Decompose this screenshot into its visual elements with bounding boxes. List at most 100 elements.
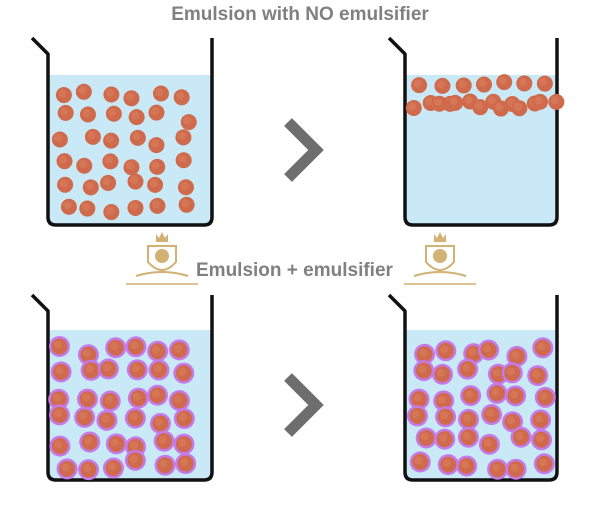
droplet-highlight	[458, 79, 467, 88]
droplet-highlight	[440, 345, 449, 354]
beaker-before-no-emulsifier	[30, 36, 214, 227]
droplet-highlight	[54, 440, 63, 449]
beaker-icon	[30, 293, 214, 482]
droplet-highlight	[535, 434, 544, 443]
beaker-icon	[30, 36, 214, 227]
droplet-highlight	[439, 433, 448, 442]
droplet-highlight	[105, 135, 114, 144]
droplet-highlight	[437, 368, 446, 377]
droplet-highlight	[173, 395, 182, 404]
droplet-highlight	[478, 79, 487, 88]
droplet-highlight	[125, 92, 134, 101]
droplet-highlight	[58, 89, 67, 98]
droplet-highlight	[462, 431, 471, 440]
droplet-highlight	[81, 203, 90, 212]
droplet-highlight	[59, 179, 68, 188]
droplet-highlight	[85, 181, 94, 190]
droplet-highlight	[102, 363, 111, 372]
droplet-highlight	[408, 102, 417, 111]
droplet-highlight	[130, 341, 139, 350]
droplet-highlight	[104, 155, 113, 164]
droplet-highlight	[181, 199, 190, 208]
droplet-highlight	[442, 459, 451, 468]
chevron-right-icon	[284, 373, 324, 437]
droplet-highlight	[513, 102, 522, 111]
droplet-highlight	[151, 200, 160, 209]
beaker-icon	[387, 36, 559, 227]
droplet-highlight	[413, 393, 422, 402]
droplet-highlight	[438, 395, 447, 404]
droplet-highlight	[131, 111, 140, 120]
droplet-highlight	[54, 134, 63, 143]
droplet-highlight	[534, 96, 543, 105]
droplet-highlight	[85, 364, 94, 373]
droplet-highlight	[419, 348, 428, 357]
droplet-highlight	[420, 432, 429, 441]
droplet-highlight	[155, 88, 164, 97]
droplet-highlight	[82, 109, 91, 118]
droplet-highlight	[483, 438, 492, 447]
droplet-highlight	[108, 108, 117, 117]
droplet-highlight	[411, 410, 420, 419]
droplet-highlight	[462, 363, 471, 372]
droplet-highlight	[440, 411, 449, 420]
droplet-highlight	[183, 116, 192, 125]
droplet-highlight	[131, 364, 140, 373]
droplet-highlight	[104, 395, 113, 404]
droplet-highlight	[129, 176, 138, 185]
droplet-highlight	[110, 342, 119, 351]
droplet-highlight	[464, 95, 473, 104]
droplet-highlight	[492, 463, 501, 472]
droplet-highlight	[78, 160, 87, 169]
droplet-highlight	[60, 107, 69, 116]
droplet-highlight	[63, 201, 72, 210]
droplet-highlight	[53, 340, 62, 349]
droplet-highlight	[61, 463, 70, 472]
droplet-highlight	[177, 131, 186, 140]
droplet-highlight	[180, 458, 189, 467]
droplet-highlight	[59, 155, 68, 164]
droplet-highlight	[81, 393, 90, 402]
beaker-icon	[387, 293, 559, 482]
droplet-highlight	[154, 417, 163, 426]
droplet-highlight	[84, 436, 93, 445]
droplet-highlight	[532, 370, 541, 379]
droplet-highlight	[151, 107, 160, 116]
droplet-highlight	[53, 393, 62, 402]
droplet-highlight	[550, 96, 559, 105]
droplet-highlight	[87, 131, 96, 140]
droplet-highlight	[125, 161, 134, 170]
droplet-highlight	[178, 367, 187, 376]
droplet-highlight	[518, 77, 527, 86]
droplet-highlight	[418, 365, 427, 374]
beaker-after-with-emulsifier	[387, 293, 559, 482]
droplet-highlight	[425, 97, 434, 106]
droplet-highlight	[507, 416, 516, 425]
droplet-highlight	[487, 96, 496, 105]
droplet-highlight	[474, 101, 483, 110]
droplet-highlight	[414, 456, 423, 465]
droplet-highlight	[492, 368, 501, 377]
droplet-highlight	[153, 364, 162, 373]
droplet-highlight	[158, 435, 167, 444]
droplet-highlight	[449, 97, 458, 106]
droplet-highlight	[151, 161, 160, 170]
droplet-highlight	[151, 389, 160, 398]
droplet-highlight	[159, 459, 168, 468]
droplet-highlight	[537, 342, 546, 351]
droplet-highlight	[79, 411, 88, 420]
droplet-highlight	[173, 344, 182, 353]
droplet-highlight	[498, 76, 507, 85]
droplet-highlight	[506, 367, 515, 376]
droplet-highlight	[436, 80, 445, 89]
droplet-highlight	[511, 350, 520, 359]
droplet-highlight	[468, 348, 477, 357]
droplet-highlight	[465, 390, 474, 399]
droplet-highlight	[82, 349, 91, 358]
droplet-highlight	[510, 463, 519, 472]
droplet-highlight	[483, 344, 492, 353]
droplet-highlight	[149, 179, 158, 188]
droplet-highlight	[132, 392, 141, 401]
